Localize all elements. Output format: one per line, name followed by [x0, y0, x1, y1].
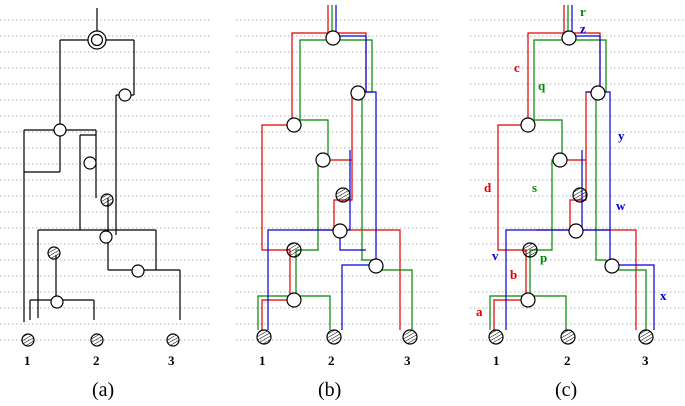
- edge-label-q: q: [538, 78, 546, 93]
- panel-c-node: [520, 117, 536, 133]
- panel-a-hatched-node: [47, 246, 61, 260]
- panel-c-edge-labels: r z c q y d s w v b p x a: [476, 4, 667, 319]
- panel-a-leaf-label-3: 3: [168, 353, 175, 368]
- panel-a-hatched-node: [100, 193, 114, 207]
- caption-a: (a): [92, 379, 114, 401]
- panel-a-leaf-label-2: 2: [93, 353, 100, 368]
- panel-c-node: [520, 292, 536, 308]
- panel-c-hatched-node: [522, 242, 538, 258]
- panel-b-leaf-label-3: 3: [404, 353, 411, 368]
- panel-a-edges: [23, 8, 181, 322]
- panel-b-leaf-label-1: 1: [259, 353, 266, 368]
- dotted-guidelines: [0, 19, 685, 341]
- panel-a-hatched-leaf: [90, 333, 104, 347]
- edge-label-w: w: [616, 198, 626, 213]
- panel-c-hatched-node: [572, 187, 588, 203]
- panel-c-leaf-label-3: 3: [642, 353, 649, 368]
- panel-c-hatched-leaf: [488, 329, 504, 345]
- panel-b-node: [286, 117, 302, 133]
- edge-label-r: r: [580, 4, 586, 19]
- panel-a-leaf-label-1: 1: [24, 353, 31, 368]
- panel-a-node: [83, 156, 97, 170]
- panel-a-tree: [21, 8, 181, 347]
- panel-b-tree: [256, 5, 418, 345]
- panel-b-hatched-leaf: [256, 329, 272, 345]
- panel-b-hatched-node: [335, 187, 351, 203]
- panel-b-node: [350, 85, 366, 101]
- panel-a-node: [53, 123, 67, 137]
- panel-a-node: [118, 88, 132, 102]
- panel-a-hatched-leaf: [166, 333, 180, 347]
- panel-b-node: [286, 292, 302, 308]
- leaf-labels: 1 2 3 1 2 3 1 2 3: [24, 353, 649, 368]
- panel-b-node: [325, 30, 341, 46]
- edge-label-s: s: [532, 180, 537, 195]
- panel-c-hatched-leaf: [560, 329, 576, 345]
- panel-b-hatched-leaf: [326, 329, 342, 345]
- panel-b-leaf-label-2: 2: [328, 353, 335, 368]
- panel-b-hatched-node: [286, 242, 302, 258]
- panel-a-node: [131, 264, 145, 278]
- edge-label-z: z: [580, 21, 586, 36]
- panel-b-node: [368, 258, 384, 274]
- panel-b-hatched-leaf: [402, 329, 418, 345]
- edge-label-v: v: [492, 248, 499, 263]
- edge-label-b: b: [510, 267, 517, 282]
- panel-c-leaf-label-1: 1: [493, 353, 500, 368]
- caption-b: (b): [318, 379, 341, 401]
- edge-label-d: d: [484, 180, 492, 195]
- panel-a-node: [99, 230, 113, 244]
- edge-label-x: x: [660, 288, 667, 303]
- panel-b-node: [315, 152, 331, 168]
- panel-c-leaf-label-2: 2: [564, 353, 571, 368]
- panel-a-hatched-leaf: [21, 333, 35, 347]
- edge-label-c: c: [514, 60, 520, 75]
- caption-c: (c): [555, 379, 577, 401]
- panel-b-node: [332, 223, 348, 239]
- panel-c-hatched-leaf: [638, 329, 654, 345]
- edge-label-p: p: [540, 250, 547, 265]
- edge-label-y: y: [618, 128, 625, 143]
- panel-c-node: [552, 152, 568, 168]
- panel-c-node: [604, 258, 620, 274]
- panel-c-node: [568, 223, 584, 239]
- panel-b-green-paths: [257, 5, 413, 330]
- panel-c-tree: [488, 5, 655, 345]
- panel-captions: (a) (b) (c): [92, 379, 577, 401]
- edge-label-a: a: [476, 304, 483, 319]
- panel-c-node: [590, 85, 606, 101]
- panel-a-node: [50, 295, 64, 309]
- panel-c-red-paths: [493, 5, 637, 330]
- panel-a-root-inner: [90, 33, 104, 47]
- panel-c-node: [561, 30, 577, 46]
- panel-b-red-paths: [261, 5, 401, 330]
